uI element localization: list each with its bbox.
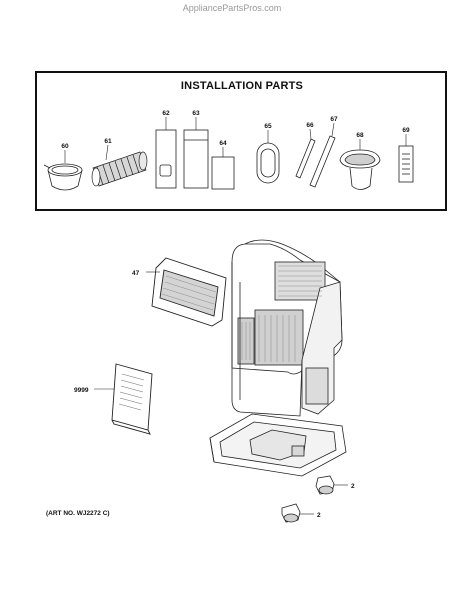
callout-60: 60 [61, 143, 69, 150]
part-63-window-panel[interactable] [183, 129, 209, 189]
part-60-adapter[interactable] [43, 163, 83, 191]
callout-67: 67 [330, 116, 338, 123]
ac-base-tray [209, 413, 347, 477]
callout-69: 69 [402, 127, 410, 134]
part-62-window-panel[interactable] [155, 129, 177, 189]
part-47-air-filter[interactable] [151, 257, 227, 327]
watermark: AppliancePartsPros.com [182, 3, 282, 13]
part-64-extension-panel[interactable] [211, 156, 235, 190]
callout-68: 68 [356, 132, 364, 139]
ac-unit-cabinet [231, 239, 343, 417]
callout-2-lower: 2 [317, 512, 321, 519]
part-68-exhaust-adapter[interactable] [339, 149, 381, 190]
part-2-caster-lower[interactable] [281, 503, 301, 523]
callout-47: 47 [132, 270, 140, 277]
art-number: (ART NO. WJ2272 C) [46, 510, 110, 517]
part-61-exhaust-hose[interactable] [91, 151, 148, 187]
callout-65: 65 [264, 123, 272, 130]
ac-grille-lines [241, 265, 322, 362]
part-65-oval-plate[interactable] [256, 142, 280, 184]
installation-parts-title: INSTALLATION PARTS [180, 80, 304, 92]
callout-61: 61 [104, 138, 112, 145]
part-9999-owners-manual[interactable] [111, 363, 153, 435]
part-67-foam-seal[interactable] [309, 135, 336, 188]
callout-62: 62 [162, 110, 170, 117]
part-2-caster-upper[interactable] [315, 475, 335, 495]
part-66-foam-seal[interactable] [295, 138, 316, 179]
callout-9999: 9999 [74, 387, 89, 394]
part-69-screw-bag[interactable] [398, 145, 414, 183]
installation-parts-box [35, 71, 447, 211]
manual-text-lines [118, 373, 145, 411]
callout-64: 64 [219, 140, 227, 147]
callout-2-upper: 2 [351, 483, 355, 490]
callout-66: 66 [306, 122, 314, 129]
filter-mesh-lines [161, 275, 217, 311]
callout-63: 63 [192, 110, 200, 117]
